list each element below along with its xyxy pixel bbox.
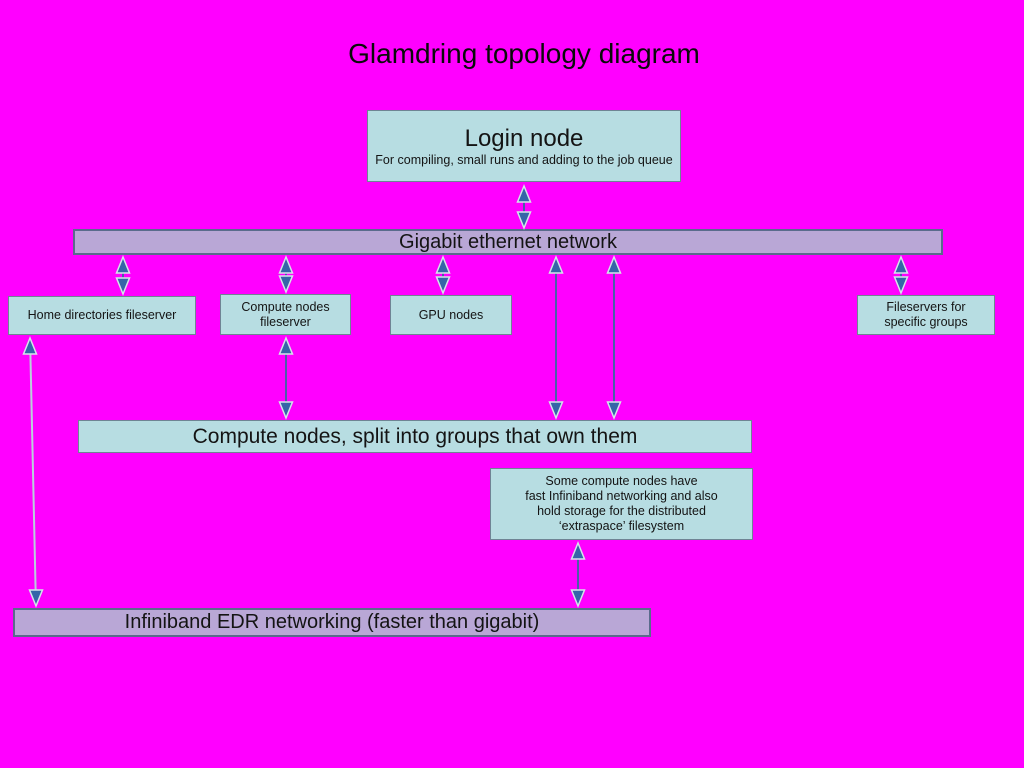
bus-infiniband-edr: Infiniband EDR networking (faster than g… xyxy=(13,608,651,637)
infiniband-bus-label: Infiniband EDR networking (faster than g… xyxy=(124,611,540,633)
connector-login-gigabit xyxy=(516,184,532,230)
bar-compute-nodes: Compute nodes, split into groups that ow… xyxy=(78,420,752,453)
compute-fileserver-label-line1: Compute nodes xyxy=(241,299,330,314)
connector-compute-fileserver-compute-nodes xyxy=(278,336,294,420)
diagram-title: Glamdring topology diagram xyxy=(348,38,700,69)
infiniband-note-line4: ‘extraspace’ filesystem xyxy=(558,519,685,533)
infiniband-note-line3: hold storage for the distributed xyxy=(537,504,706,518)
connector-note-infiniband xyxy=(570,541,586,608)
node-gpu-nodes: GPU nodes xyxy=(390,295,512,335)
gpu-nodes-label: GPU nodes xyxy=(418,307,484,322)
connector-gigabit-home-fileserver xyxy=(115,255,131,296)
group-fileservers-label-line1: Fileservers for xyxy=(886,300,966,314)
node-login: Login node For compiling, small runs and… xyxy=(367,110,681,182)
compute-fileserver-label-line2: fileserver xyxy=(260,314,311,329)
home-fileserver-label: Home directories fileserver xyxy=(27,308,177,322)
connector-gigabit-group-fileservers xyxy=(893,255,909,295)
connector-gigabit-compute-nodes-2 xyxy=(606,255,622,420)
login-node-title: Login node xyxy=(464,124,584,152)
connector-gigabit-compute-fileserver xyxy=(278,255,294,294)
node-group-fileservers: Fileservers for specific groups xyxy=(857,295,995,335)
infiniband-note-line1: Some compute nodes have xyxy=(545,474,698,488)
node-home-directories-fileserver: Home directories fileserver xyxy=(8,296,196,335)
connector-gigabit-gpu-nodes xyxy=(435,255,451,295)
gigabit-bus-label: Gigabit ethernet network xyxy=(399,230,617,253)
node-compute-nodes-fileserver: Compute nodes fileserver xyxy=(220,294,351,335)
compute-nodes-label: Compute nodes, split into groups that ow… xyxy=(192,424,638,448)
connector-home-fileserver-infiniband xyxy=(22,336,44,608)
infiniband-note-line2: fast Infiniband networking and also xyxy=(525,489,718,503)
login-node-subtitle: For compiling, small runs and adding to … xyxy=(375,152,673,167)
connector-gigabit-compute-nodes-1 xyxy=(548,255,564,420)
group-fileservers-label-line2: specific groups xyxy=(884,315,968,329)
note-infiniband-storage: Some compute nodes have fast Infiniband … xyxy=(490,468,753,540)
bus-gigabit-ethernet: Gigabit ethernet network xyxy=(73,229,943,255)
